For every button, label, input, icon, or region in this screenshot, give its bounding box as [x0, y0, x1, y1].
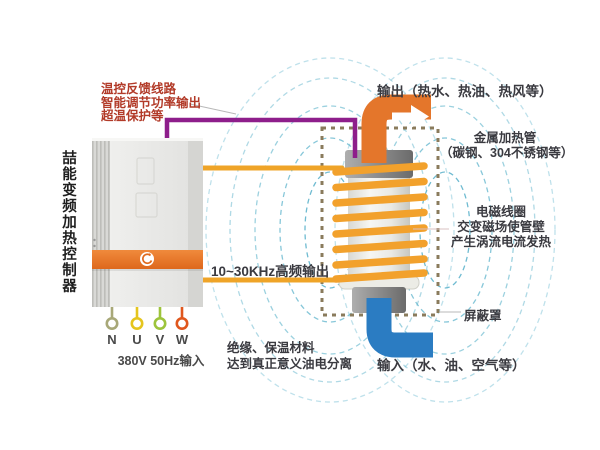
- coil-turn: [332, 193, 428, 207]
- terminal-ring-u: [130, 316, 144, 330]
- terminal-label-v: V: [155, 332, 165, 347]
- output-pipe: [361, 94, 431, 163]
- controller-seam-2: [135, 192, 158, 218]
- feedback-callout: 温控反馈线路 智能调节功率输出 超温保护等: [101, 82, 202, 124]
- terminal-label-n: N: [107, 332, 117, 347]
- tube-line-1: 金属加热管: [473, 131, 537, 145]
- coil-turn: [332, 208, 428, 223]
- terminal-label-u: U: [132, 332, 142, 347]
- coil-line-3: 产生涡流电流发热: [450, 235, 551, 249]
- insulation-callout: 绝缘、保温材料 达到真正意义油电分离: [227, 341, 352, 372]
- coil-line-2: 交变磁场使管壁: [457, 220, 545, 234]
- feedback-line-3: 超温保护等: [101, 109, 164, 123]
- coil-turn: [332, 269, 428, 283]
- coil-turn: [332, 162, 428, 176]
- controller-box: [92, 138, 203, 307]
- coil-turn: [332, 239, 428, 254]
- controller-body: [110, 138, 188, 307]
- input-label: 输入（水、油、空气等）: [377, 358, 526, 373]
- controller-title: 喆能变频加热控制器: [60, 150, 76, 294]
- coil-turn: [332, 224, 428, 238]
- feedback-line-2: 智能调节功率输出: [101, 95, 202, 110]
- brand-logo-icon: [140, 252, 154, 266]
- coil-turn: [332, 255, 428, 269]
- insulation-line-1: 绝缘、保温材料: [227, 341, 315, 355]
- controller-top-edge: [92, 138, 203, 141]
- feedback-wire: [164, 117, 358, 158]
- controller-fins: [92, 138, 110, 307]
- hf-output-leads: [200, 165, 345, 283]
- controller-side-face: [188, 138, 203, 307]
- controller-band-shadow: [92, 269, 203, 271]
- insulation-line-2: 达到真正意义油电分离: [227, 356, 353, 371]
- induction-coil: [332, 162, 428, 283]
- power-input-label: 380V 50Hz输入: [117, 354, 205, 368]
- tube-line-2: （碳钢、304不锈钢等）: [440, 146, 574, 160]
- coil-callout: 电磁线圈 交变磁场使管壁 产生涡流电流发热: [446, 205, 556, 250]
- power-wires: [105, 307, 189, 330]
- feedback-leader-line: [189, 103, 237, 115]
- input-pipe: [366, 298, 433, 358]
- flow-arrow-icon: [392, 105, 429, 128]
- feedback-line-1: 温控反馈线路: [101, 82, 177, 96]
- output-label: 输出（热水、热油、热风等）: [377, 84, 553, 99]
- controller-seam-1: [136, 157, 155, 185]
- coil-line-1: 电磁线圈: [475, 205, 526, 219]
- shield-label: 屏蔽罩: [464, 309, 502, 323]
- heater-tube-callout: 金属加热管 （碳钢、304不锈钢等）: [440, 131, 574, 161]
- freq-output-label: 10~30KHz高频输出: [211, 264, 330, 279]
- terminal-label-w: W: [175, 332, 189, 347]
- coil-turn: [332, 177, 428, 192]
- terminal-ring-v: [153, 316, 167, 330]
- terminal-ring-w: [175, 316, 189, 330]
- terminal-ring-n: [105, 316, 119, 330]
